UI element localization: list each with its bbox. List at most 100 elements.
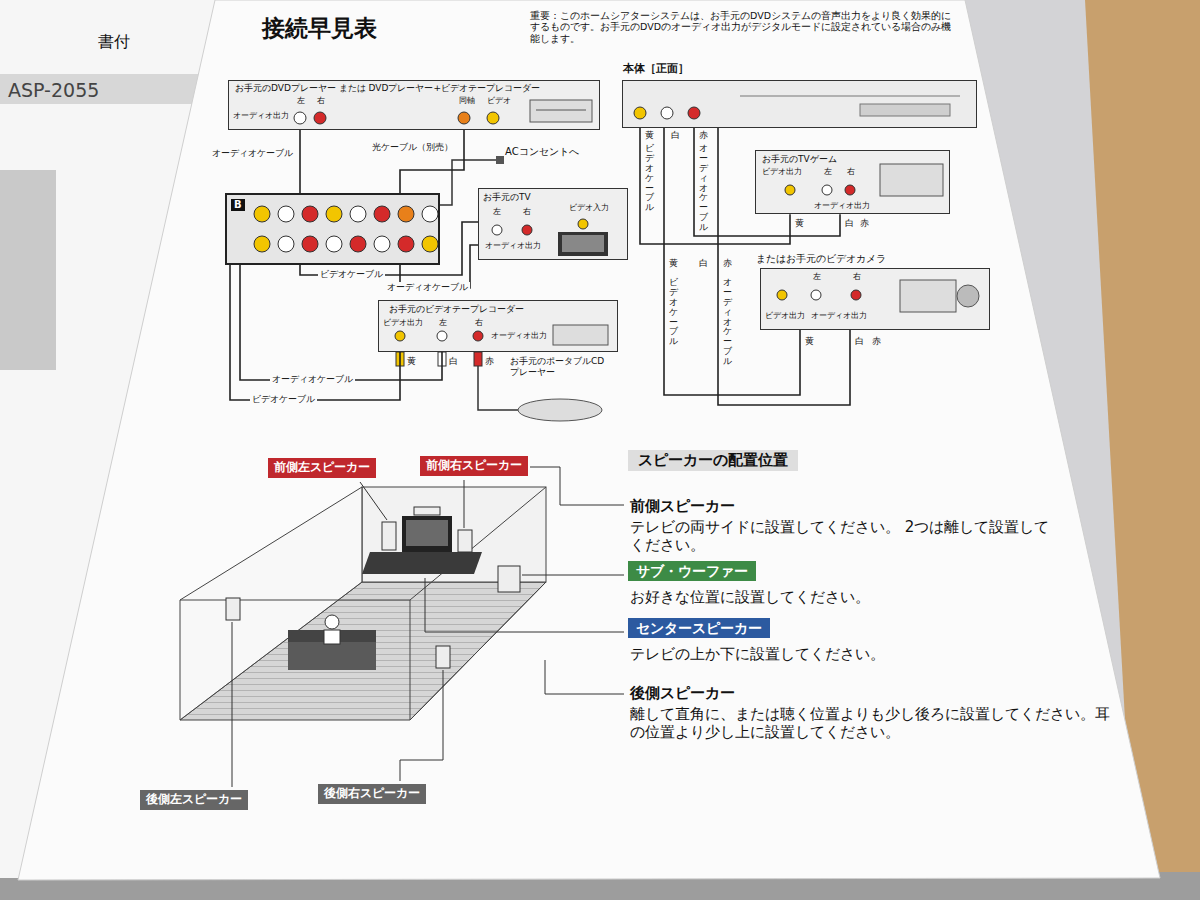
main-unit-slot [740, 96, 960, 97]
room-tv-screen [406, 520, 448, 546]
front-right-speaker [458, 530, 472, 552]
cable-line [694, 128, 840, 236]
jack-label: ビデオ [487, 96, 511, 105]
ac-plug [496, 156, 504, 164]
jack-white [437, 331, 447, 341]
vcr-fill [378, 300, 618, 352]
jack-label: オーディオ出力 [811, 311, 867, 320]
speaker-band: サブ・ウーファー [628, 561, 756, 581]
speaker-note: お好きな位置に設置してください。 [630, 588, 870, 606]
dvd-icon [530, 100, 592, 122]
cable-label: 光ケーブル（別売） [372, 142, 453, 153]
jack-label: ビデオ出力 [765, 311, 805, 320]
jack-red [398, 236, 414, 252]
jack-label: オーディオ出力 [485, 241, 541, 250]
color-tag: 白 [449, 356, 458, 367]
tv-icon-screen [562, 235, 604, 252]
front-left-speaker [382, 522, 396, 550]
jack-white [374, 236, 390, 252]
color-tag: 黄 [407, 356, 416, 367]
tv-fill [478, 188, 628, 260]
jack-red [302, 206, 318, 222]
subwoofer [498, 566, 520, 592]
jack-orange [458, 112, 470, 124]
jack-label: オーディオ出力 [233, 111, 289, 120]
speaker-note: 離して直角に、または聴く位置よりも少し後ろに設置してください。耳の位置より少し上… [630, 705, 1110, 741]
sheet-text: 書付 [98, 32, 130, 51]
color-tag: 黄 [669, 258, 678, 269]
jack-red [851, 290, 861, 300]
jack-white [811, 290, 821, 300]
jack-yellow [777, 290, 787, 300]
jack-orange [398, 206, 414, 222]
game-fill [755, 150, 950, 214]
tag-text: センタースピーカー [636, 620, 762, 636]
device-heading: お手元のTV [483, 192, 531, 202]
rear-left-speaker [226, 598, 240, 620]
cable-label: ビデオケーブル [318, 269, 385, 280]
jack-label: 右 [853, 272, 861, 281]
leader-line [232, 622, 233, 787]
jack-label: 右 [847, 167, 855, 176]
color-tag: 赤 [723, 258, 732, 269]
room-edge [410, 600, 411, 720]
room-tv [402, 516, 452, 552]
device-heading: お手元のビデオテープレコーダー [389, 304, 524, 314]
cd-player-icon [518, 399, 602, 421]
vcr-panel: お手元のビデオテープレコーダービデオ出力左右オーディオ出力 [378, 300, 618, 352]
jack-red [302, 236, 318, 252]
cable-label: オーディオケーブル [385, 282, 470, 293]
device-heading: 本体［正面］ [623, 63, 689, 76]
speaker-tag: 後側左スピーカー [140, 790, 248, 810]
jack-yellow [785, 185, 795, 195]
main-unit-display [860, 104, 950, 116]
leader-line [522, 575, 624, 576]
jack-label: 左 [493, 207, 501, 216]
cable-label: ビデオケーブル [250, 394, 317, 405]
jack-yellow [634, 107, 646, 119]
cable-line [400, 130, 464, 193]
jack-red [845, 185, 855, 195]
leader-line [530, 467, 624, 505]
jack-white [326, 236, 342, 252]
plug-red [474, 352, 482, 366]
leader-line [545, 660, 624, 694]
speaker-band: センタースピーカー [628, 618, 770, 638]
center-speaker [414, 507, 440, 515]
jack-red [374, 206, 390, 222]
room-edge [180, 600, 410, 601]
room-illustration [180, 487, 546, 720]
cable-label: オーディオケーブル [270, 374, 355, 385]
color-tag: 赤 [699, 130, 708, 141]
speaker-tag: 後側右スピーカー [318, 784, 426, 804]
sofa [288, 642, 376, 670]
tag-text: サブ・ウーファー [636, 563, 748, 579]
dvd-icon-slot [536, 110, 586, 111]
rear-panel: B [225, 193, 440, 265]
cable-label: オーディオケーブル [723, 278, 732, 367]
leader-line [400, 670, 443, 781]
color-tag: 赤 [860, 218, 869, 229]
leader-line [360, 482, 387, 520]
left-sheet-photo [0, 170, 56, 370]
tv-game-panel: お手元のTVゲームビデオ出力左右オーディオ出力 [755, 150, 950, 214]
section-band: スピーカーの配置位置 [628, 450, 798, 471]
cable-line [640, 128, 790, 244]
jack-red [522, 225, 532, 235]
cable-line [230, 265, 400, 400]
cable-label: ビデオケーブル [645, 144, 654, 213]
jack-label: ビデオ入力 [569, 203, 609, 212]
color-tag: 白 [845, 218, 854, 229]
tag-text: 後側左スピーカー [146, 793, 242, 807]
jack-white [661, 107, 673, 119]
color-tag: 赤 [485, 356, 494, 367]
jack-yellow [487, 112, 499, 124]
jack-red [473, 331, 483, 341]
jack-label: オーディオ出力 [491, 331, 547, 340]
jack-white [294, 112, 306, 124]
dvd-fill [228, 80, 600, 130]
jack-yellow [254, 206, 270, 222]
rear-panel-jacks [254, 206, 438, 252]
